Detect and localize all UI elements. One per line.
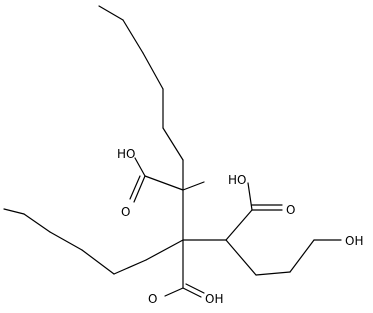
bond — [49, 231, 83, 251]
double-bond — [182, 287, 202, 298]
bond — [3, 208, 25, 215]
lower-carboxyl-group — [164, 239, 205, 298]
bond — [113, 259, 147, 275]
carboxyl-1-hydroxyl-label: HO — [117, 147, 135, 161]
bond — [81, 249, 115, 275]
bond — [142, 52, 164, 90]
bond — [144, 175, 184, 191]
bond — [134, 157, 146, 177]
right-methine-branch — [182, 182, 342, 276]
bond — [164, 287, 184, 297]
bond — [225, 209, 253, 241]
bond — [162, 127, 184, 161]
upper-quaternary-carbon — [129, 157, 205, 241]
bond — [122, 19, 144, 54]
carboxyl-2-oxygen-label: O — [286, 203, 295, 217]
double-bond — [185, 283, 205, 294]
bond — [98, 5, 124, 21]
bond — [225, 239, 257, 276]
carboxyl-3-oxygen-label: O — [148, 292, 157, 306]
terminal-hydroxyl-label: OH — [345, 234, 363, 248]
carboxyl-3-hydroxyl-label: OH — [205, 292, 223, 306]
bond — [247, 182, 253, 211]
bond — [23, 213, 51, 233]
carboxyl-2-hydroxyl-label: HO — [228, 173, 246, 187]
bond — [255, 271, 291, 276]
methyl-bond — [182, 181, 205, 191]
double-bond — [129, 175, 141, 200]
double-bond — [133, 175, 146, 203]
lower-hexyl-chain — [3, 208, 184, 275]
bond — [289, 239, 315, 273]
bond — [145, 239, 184, 261]
carboxyl-1-oxygen-label: O — [121, 205, 130, 219]
upper-hexyl-chain — [98, 5, 184, 191]
